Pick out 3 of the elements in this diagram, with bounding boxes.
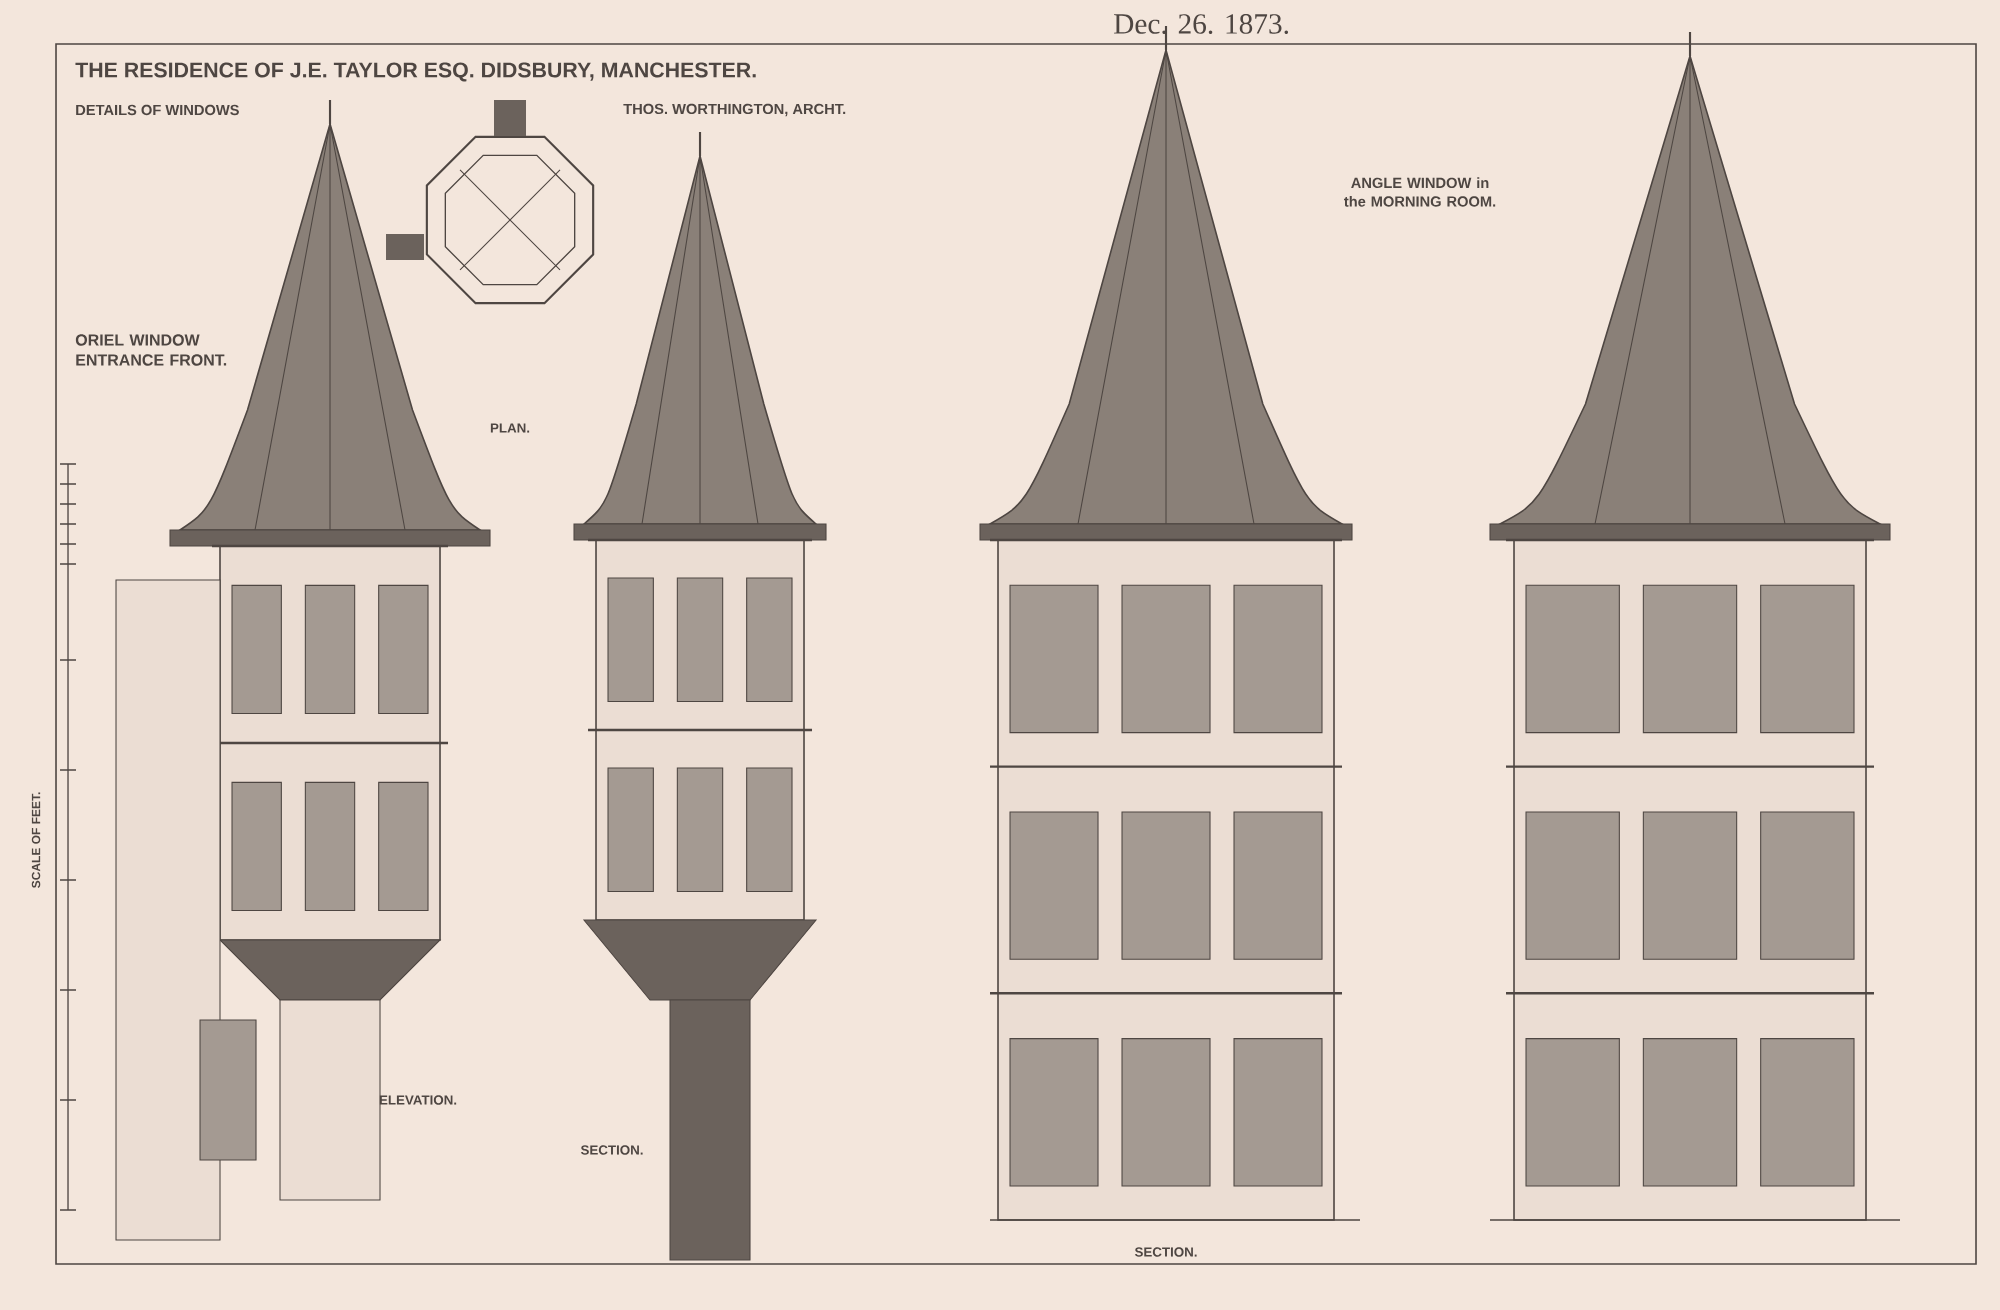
view-label: ORIEL WINDOW ENTRANCE FRONT. — [75, 334, 227, 366]
title: THE RESIDENCE OF J.E. TAYLOR ESQ. DIDSBURY, MANCHESTER. — [75, 62, 756, 82]
date-heading: Dec. 26. 1873. — [1114, 14, 1289, 34]
